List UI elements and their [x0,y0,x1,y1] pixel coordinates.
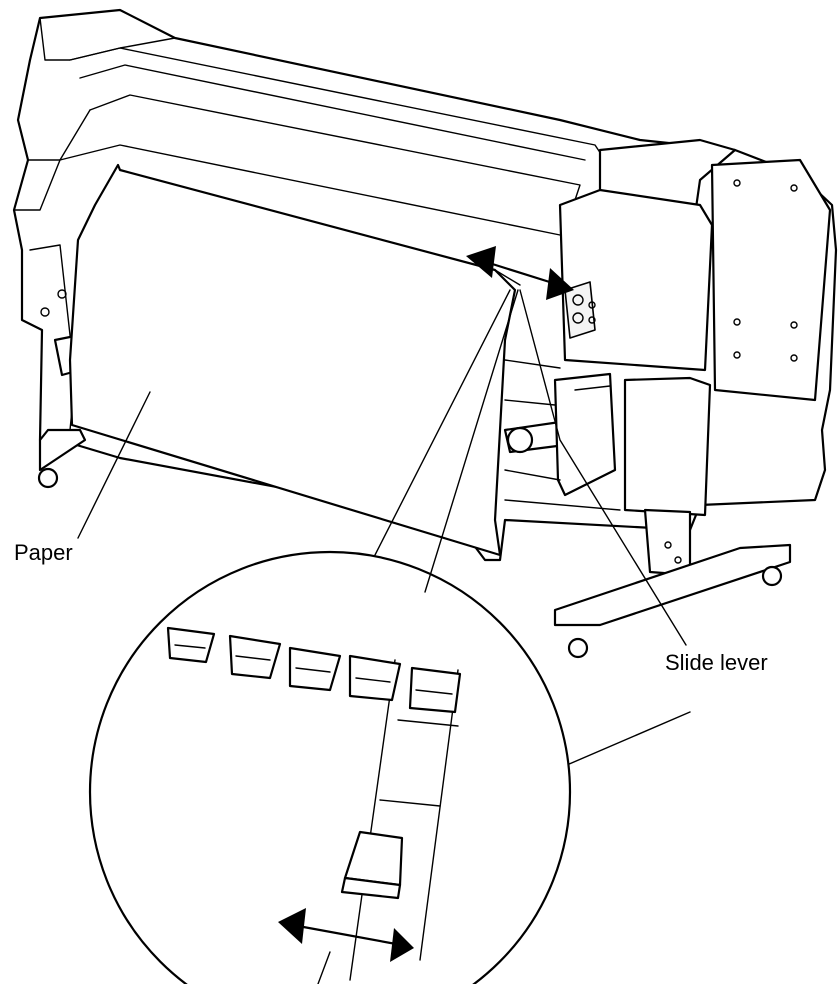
printer-right-housing [503,138,832,659]
slide-direction-arrow-top [466,246,574,300]
magnified-detail [88,289,572,984]
paper-sheet [68,163,517,557]
paper-guide-tabs [166,626,462,807]
slide-direction-arrow-bottom [278,908,414,962]
slide-lever-knob [340,830,404,900]
slide-lever-label: Slide lever [665,650,768,675]
paper-label: Paper [14,540,73,565]
